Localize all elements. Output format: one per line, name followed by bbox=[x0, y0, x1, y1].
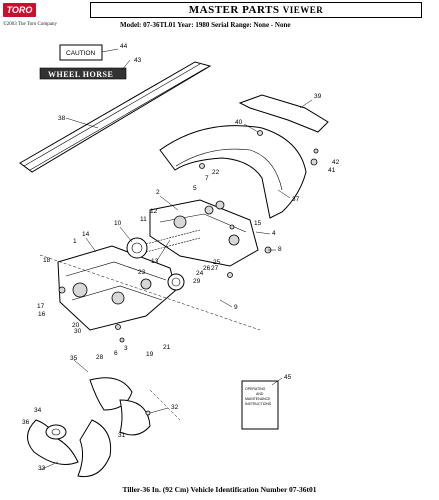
callout-23[interactable]: 23 bbox=[138, 269, 146, 276]
callout-1[interactable]: 1 bbox=[73, 238, 77, 245]
manual-line-3: MAINTENANCE bbox=[245, 397, 271, 401]
model-info: Model: 07-36TL01 Year: 1980 Serial Range… bbox=[120, 21, 291, 29]
leader-lines bbox=[39, 48, 313, 471]
manual-line-4: INSTRUCTIONS bbox=[245, 402, 272, 406]
callout-11[interactable]: 11 bbox=[140, 216, 147, 223]
callout-39[interactable]: 39 bbox=[314, 93, 322, 100]
wheel-horse-decal[interactable]: WHEEL HORSE bbox=[39, 67, 127, 80]
viewer-title: MASTER PARTS VIEWER bbox=[91, 3, 421, 17]
callout-38[interactable]: 38 bbox=[58, 115, 66, 122]
callout-9[interactable]: 9 bbox=[234, 304, 238, 311]
callout-34[interactable]: 34 bbox=[34, 407, 42, 414]
callout-2[interactable]: 2 bbox=[156, 189, 160, 196]
viewer-title-bar: MASTER PARTS VIEWER bbox=[90, 2, 422, 18]
shield-rail[interactable] bbox=[19, 61, 212, 173]
callout-labels: 1 2 3 4 5 6 7 8 9 10 11 12 13 14 15 16 1… bbox=[22, 43, 340, 472]
callout-37[interactable]: 37 bbox=[292, 196, 300, 203]
callout-19[interactable]: 19 bbox=[146, 351, 154, 358]
callout-35[interactable]: 35 bbox=[70, 355, 78, 362]
callout-45[interactable]: 45 bbox=[284, 374, 292, 381]
callout-8[interactable]: 8 bbox=[278, 246, 282, 253]
tine-hub[interactable] bbox=[45, 424, 67, 440]
callout-30[interactable]: 30 bbox=[74, 328, 82, 335]
manual-line-2: AND bbox=[256, 392, 264, 396]
callout-32[interactable]: 32 bbox=[171, 404, 179, 411]
toro-logo: TORO bbox=[3, 3, 36, 17]
callout-7[interactable]: 7 bbox=[205, 175, 209, 182]
callout-12[interactable]: 12 bbox=[150, 208, 158, 215]
tine-shaft-axis bbox=[39, 254, 261, 421]
callout-22[interactable]: 22 bbox=[212, 169, 220, 176]
callout-26[interactable]: 26 bbox=[203, 265, 211, 272]
upper-sprocket[interactable] bbox=[126, 237, 148, 259]
upper-housing[interactable] bbox=[149, 199, 259, 267]
callout-14[interactable]: 14 bbox=[82, 231, 90, 238]
callout-16[interactable]: 16 bbox=[38, 311, 46, 318]
diagram-caption: Tiller-36 In. (92 Cm) Vehicle Identifica… bbox=[122, 485, 317, 494]
manual-line-1: OPERATING bbox=[245, 387, 266, 391]
callout-27[interactable]: 27 bbox=[211, 265, 219, 272]
callout-43[interactable]: 43 bbox=[134, 57, 142, 64]
callout-21[interactable]: 21 bbox=[163, 344, 171, 351]
callout-4[interactable]: 4 bbox=[272, 230, 276, 237]
wheel-horse-decal-text: WHEEL HORSE bbox=[48, 70, 113, 79]
operator-manual[interactable]: OPERATING AND MAINTENANCE INSTRUCTIONS bbox=[241, 380, 279, 430]
callout-6[interactable]: 6 bbox=[114, 350, 118, 357]
callout-42[interactable]: 42 bbox=[332, 159, 340, 166]
top-bracket[interactable] bbox=[238, 94, 329, 133]
lower-sprocket[interactable] bbox=[167, 273, 185, 291]
tiller-hood[interactable] bbox=[159, 125, 307, 219]
caution-decal-text: CAUTION bbox=[66, 50, 96, 57]
callout-24[interactable]: 24 bbox=[196, 270, 204, 277]
callout-31[interactable]: 31 bbox=[118, 432, 126, 439]
callout-25[interactable]: 25 bbox=[213, 259, 221, 266]
callout-44[interactable]: 44 bbox=[120, 43, 128, 50]
callout-29[interactable]: 29 bbox=[193, 278, 201, 285]
callout-5[interactable]: 5 bbox=[193, 185, 197, 192]
viewer-title-suffix: VIEWER bbox=[282, 5, 324, 15]
callout-41[interactable]: 41 bbox=[328, 167, 336, 174]
tine-assembly-left[interactable] bbox=[27, 419, 112, 478]
callout-10[interactable]: 10 bbox=[114, 220, 122, 227]
callout-36[interactable]: 36 bbox=[22, 419, 30, 426]
caution-decal[interactable]: CAUTION bbox=[59, 44, 103, 61]
callout-20[interactable]: 20 bbox=[72, 322, 80, 329]
copyright-notice: ©2003 The Toro Company bbox=[3, 22, 57, 27]
callout-18[interactable]: 18 bbox=[43, 257, 51, 264]
callout-40[interactable]: 40 bbox=[235, 119, 243, 126]
callout-17[interactable]: 17 bbox=[37, 303, 45, 310]
callout-28[interactable]: 28 bbox=[96, 354, 104, 361]
callout-3[interactable]: 3 bbox=[124, 345, 128, 352]
callout-15[interactable]: 15 bbox=[254, 220, 262, 227]
callout-13[interactable]: 13 bbox=[151, 258, 159, 265]
tine-assembly-right[interactable] bbox=[89, 377, 151, 436]
drive-chain[interactable] bbox=[145, 229, 201, 253]
viewer-title-main: MASTER PARTS bbox=[188, 4, 280, 16]
callout-33[interactable]: 33 bbox=[38, 465, 46, 472]
gear-housing[interactable] bbox=[57, 245, 177, 331]
